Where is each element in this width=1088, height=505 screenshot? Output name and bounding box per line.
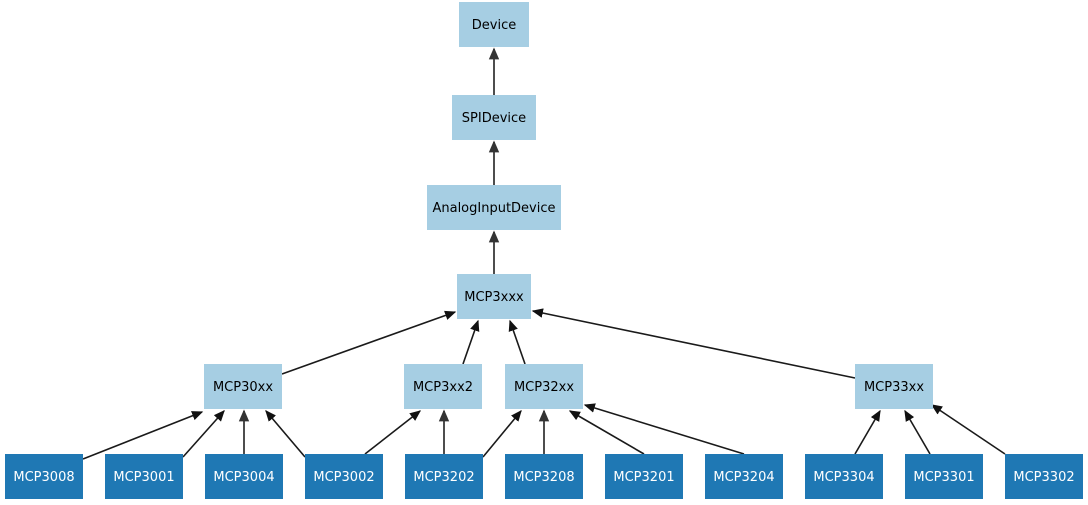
class-node-box-mcp3204[interactable] [705, 454, 783, 499]
class-node-device[interactable]: Device [459, 2, 529, 47]
class-node-box-mcp3xxx[interactable] [457, 274, 531, 319]
class-node-mcp3304[interactable]: MCP3304 [805, 454, 883, 499]
class-node-mcp3202[interactable]: MCP3202 [405, 454, 483, 499]
class-node-mcp33xx[interactable]: MCP33xx [855, 364, 933, 409]
inheritance-edge-mcp3301-to-mcp33xx [904, 409, 931, 455]
inheritance-edge-mcp3002-to-mcp3xx2 [364, 410, 422, 455]
class-node-box-mcp32xx[interactable] [505, 364, 583, 409]
class-node-spidevice[interactable]: SPIDevice [452, 95, 536, 140]
class-node-box-mcp33xx[interactable] [855, 364, 933, 409]
inheritance-edge-mcp3002-to-mcp30xx [265, 410, 306, 458]
class-node-box-mcp3302[interactable] [1005, 454, 1083, 499]
inheritance-edge-mcp3001-to-mcp30xx [182, 410, 225, 458]
class-node-box-mcp30xx[interactable] [204, 364, 282, 409]
class-node-mcp3208[interactable]: MCP3208 [505, 454, 583, 499]
class-node-mcp3301[interactable]: MCP3301 [905, 454, 983, 499]
inheritance-edge-mcp3201-to-mcp32xx [568, 410, 645, 455]
class-node-box-mcp3001[interactable] [105, 454, 183, 499]
class-node-box-mcp3301[interactable] [905, 454, 983, 499]
edges-layer [82, 47, 1006, 460]
class-node-box-mcp3208[interactable] [505, 454, 583, 499]
class-node-mcp3xx2[interactable]: MCP3xx2 [404, 364, 482, 409]
inheritance-edge-mcp32xx-to-mcp3xxx [508, 319, 526, 365]
inheritance-edge-mcp3008-to-mcp30xx [82, 411, 204, 460]
class-node-mcp3201[interactable]: MCP3201 [605, 454, 683, 499]
inheritance-edge-mcp30xx-to-mcp3xxx [281, 310, 457, 375]
class-node-mcp3004[interactable]: MCP3004 [205, 454, 283, 499]
class-node-box-mcp3201[interactable] [605, 454, 683, 499]
class-node-mcp3008[interactable]: MCP3008 [5, 454, 83, 499]
inheritance-edge-mcp3202-to-mcp32xx [482, 410, 522, 458]
class-node-box-mcp3202[interactable] [405, 454, 483, 499]
inheritance-edge-mcp3204-to-mcp32xx [583, 403, 745, 455]
class-node-mcp3002[interactable]: MCP3002 [305, 454, 383, 499]
class-node-box-mcp3004[interactable] [205, 454, 283, 499]
inheritance-edge-mcp33xx-to-mcp3xxx [531, 308, 856, 379]
inheritance-edge-mcp3304-to-mcp33xx [854, 409, 881, 455]
class-node-box-analoginputdevice[interactable] [427, 185, 561, 230]
class-node-mcp3xxx[interactable]: MCP3xxx [457, 274, 531, 319]
class-node-mcp30xx[interactable]: MCP30xx [204, 364, 282, 409]
inheritance-edge-mcp3302-to-mcp33xx [930, 404, 1006, 455]
class-node-box-mcp3304[interactable] [805, 454, 883, 499]
class-node-box-device[interactable] [459, 2, 529, 47]
class-node-box-mcp3002[interactable] [305, 454, 383, 499]
class-node-mcp3204[interactable]: MCP3204 [705, 454, 783, 499]
class-node-box-mcp3xx2[interactable] [404, 364, 482, 409]
class-node-mcp3302[interactable]: MCP3302 [1005, 454, 1083, 499]
inheritance-edge-mcp3xx2-to-mcp3xxx [462, 319, 480, 365]
class-node-box-spidevice[interactable] [452, 95, 536, 140]
class-node-analoginputdevice[interactable]: AnalogInputDevice [427, 185, 561, 230]
class-node-box-mcp3008[interactable] [5, 454, 83, 499]
class-node-mcp32xx[interactable]: MCP32xx [505, 364, 583, 409]
class-node-mcp3001[interactable]: MCP3001 [105, 454, 183, 499]
